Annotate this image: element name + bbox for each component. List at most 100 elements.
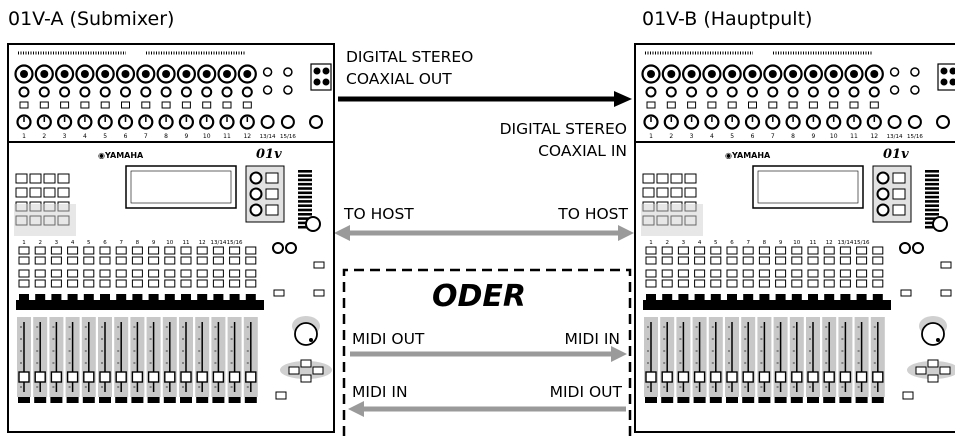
strip-button: [678, 280, 688, 287]
level-meter-segment: [925, 213, 939, 216]
strip-button: [51, 270, 61, 277]
jack-input-icon: [728, 88, 737, 97]
strip-button: [727, 257, 737, 264]
oder-label: ODER: [432, 279, 526, 314]
channel-label-bg: [196, 397, 208, 403]
cursor-up-button: [301, 360, 311, 367]
channel-label-bg: [661, 397, 673, 403]
jack-input-icon: [647, 88, 656, 97]
rca-jack-icon: [941, 79, 948, 86]
strip-select-button: [165, 247, 175, 254]
pad-switch: [223, 102, 231, 108]
strip-channel-number: 11: [183, 240, 190, 246]
stereo-gain-icon: [282, 116, 294, 128]
fader-knob: [181, 372, 191, 382]
strip-button: [711, 257, 721, 264]
rca-jack-icon: [314, 68, 321, 75]
strip-channel-number: 4: [698, 240, 702, 246]
channel-number-top: 4: [710, 133, 714, 140]
pad-switch: [142, 102, 150, 108]
fader-knob: [116, 372, 126, 382]
fader-knob: [246, 372, 256, 382]
channel-label-bg: [18, 397, 30, 403]
stereo-number-top: 13/14: [260, 134, 276, 140]
strip-button: [792, 270, 802, 277]
jack-input-icon: [101, 88, 110, 97]
digital-in-line2: COAXIAL IN: [500, 140, 627, 162]
channel-label-bg: [677, 397, 689, 403]
level-meter-segment: [298, 183, 312, 186]
strip-button: [84, 257, 94, 264]
strip-button: [678, 270, 688, 277]
channel-label-bg: [131, 397, 143, 403]
digital-out-line1: DIGITAL STEREO: [346, 46, 473, 68]
strip-button: [646, 270, 656, 277]
function-bar: [16, 300, 264, 310]
data-wheel-icon: [922, 323, 944, 345]
select-knob-icon: [251, 189, 262, 200]
jack-input-icon: [707, 88, 716, 97]
fader-knob: [727, 372, 737, 382]
cursor-right-button: [940, 367, 950, 374]
channel-number-top: 9: [811, 133, 815, 140]
strip-button: [35, 280, 45, 287]
strip-button: [149, 280, 159, 287]
level-meter-segment: [925, 204, 939, 207]
strip-button: [68, 270, 78, 277]
jack-input-icon: [223, 88, 232, 97]
host-label-left: TO HOST: [344, 203, 414, 225]
pad-switch: [81, 102, 89, 108]
channel-number-top: 10: [830, 133, 838, 140]
midi-arrow-2-head: [348, 401, 364, 417]
select-button: [266, 189, 278, 199]
digital-out-label: DIGITAL STEREO COAXIAL OUT: [346, 46, 473, 90]
pad-switch: [122, 102, 130, 108]
function-button: [657, 174, 668, 183]
strip-button: [165, 270, 175, 277]
level-meter-segment: [925, 187, 939, 190]
yamaha-logo: ◉YAMAHA: [725, 151, 771, 160]
strip-button: [181, 257, 191, 264]
jack-input-icon: [850, 88, 859, 97]
midi-row2-right: MIDI OUT: [550, 381, 622, 403]
stereo-knob-icon: [273, 243, 283, 253]
digital-in-line1: DIGITAL STEREO: [500, 118, 627, 140]
cursor-right-button: [313, 367, 323, 374]
select-button: [266, 173, 278, 183]
strip-button: [808, 270, 818, 277]
strip-button: [792, 280, 802, 287]
fader-knob: [230, 372, 240, 382]
strip-button: [776, 257, 786, 264]
select-knob-icon: [878, 173, 889, 184]
strip-channel-number: 6: [103, 240, 107, 246]
strip-button: [197, 280, 207, 287]
select-button: [893, 205, 905, 215]
cursor-down-button: [928, 375, 938, 382]
fader-knob: [711, 372, 721, 382]
select-knob-icon: [251, 205, 262, 216]
fader-knob: [857, 372, 867, 382]
strip-button: [84, 280, 94, 287]
rca-block: [311, 64, 331, 90]
level-meter-segment: [298, 179, 312, 182]
xlr-input-core: [769, 70, 777, 78]
pad-switch: [203, 102, 211, 108]
strip-select-button: [678, 247, 688, 254]
channel-label-bg: [164, 397, 176, 403]
channel-label-bg: [807, 397, 819, 403]
stereo-jack-icon: [911, 68, 919, 76]
strip-select-button: [824, 247, 834, 254]
rca-jack-icon: [314, 79, 321, 86]
fader-knob: [662, 372, 672, 382]
channel-number-top: 2: [42, 133, 46, 140]
xlr-input-core: [830, 70, 838, 78]
function-button: [685, 188, 696, 197]
midi-row2-left: MIDI IN: [352, 381, 408, 403]
fader-knob: [149, 372, 159, 382]
function-button: [671, 188, 682, 197]
stereo-gain-icon: [262, 116, 274, 128]
fader-knob: [824, 372, 834, 382]
strip-select-button: [19, 247, 29, 254]
strip-channel-number: 5: [87, 240, 91, 246]
pad-switch: [809, 102, 817, 108]
